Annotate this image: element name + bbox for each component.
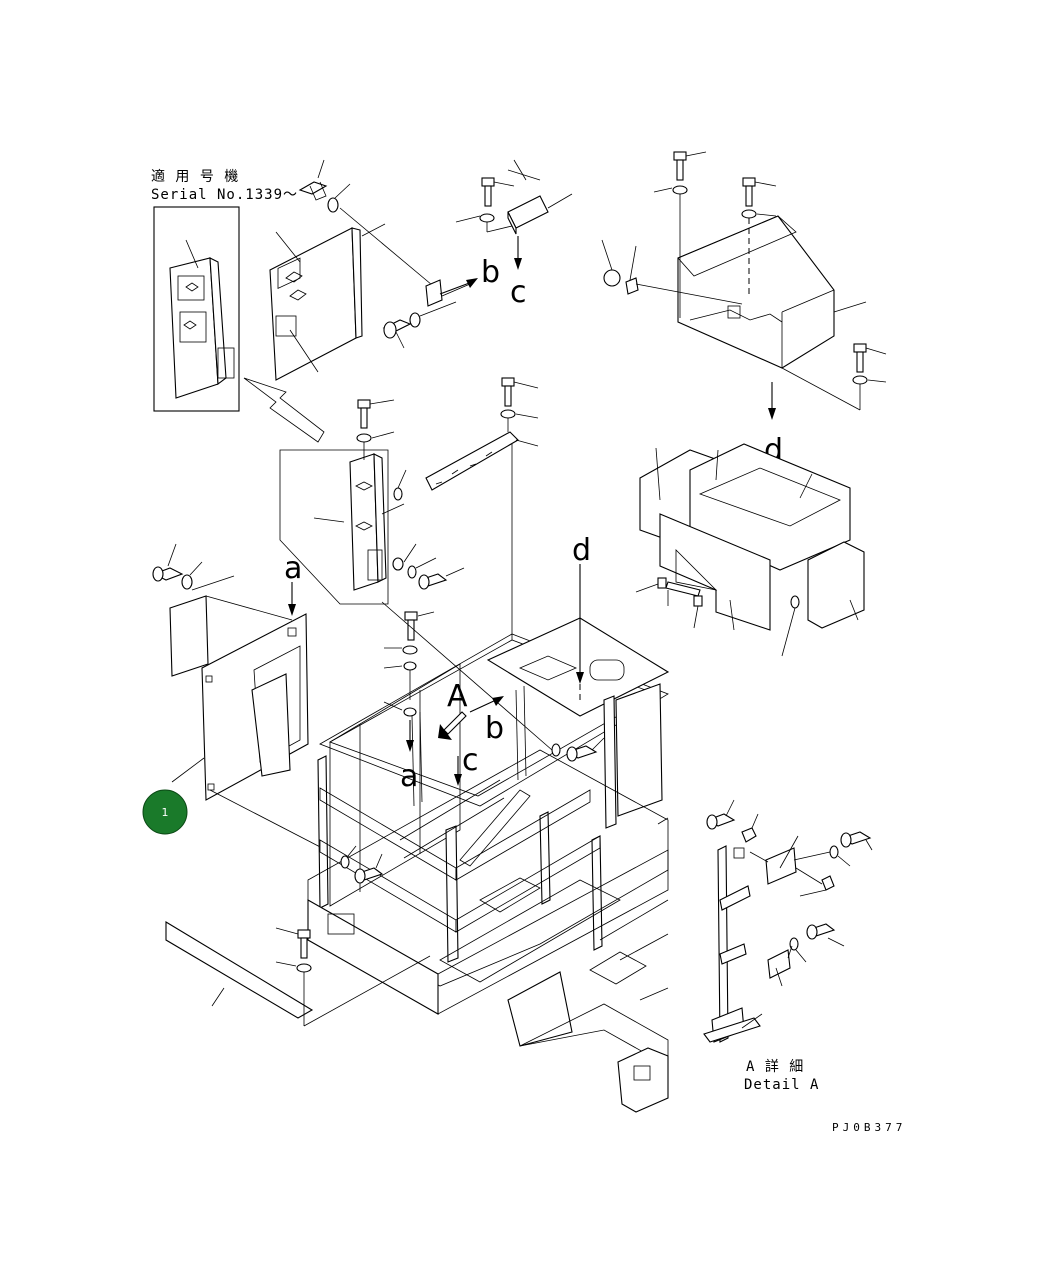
bolt-icon xyxy=(673,151,707,181)
upper-plate xyxy=(425,431,539,491)
washer-icon xyxy=(409,301,457,328)
washer-icon xyxy=(455,213,495,223)
gasket-plate xyxy=(169,595,209,677)
washer-icon xyxy=(383,645,418,671)
arrow-to-b-center xyxy=(469,696,504,713)
bolt-icon xyxy=(706,799,736,830)
nut-icon xyxy=(799,875,835,897)
washer-icon xyxy=(393,469,407,501)
washer-icon xyxy=(551,743,561,757)
letter-b-top: b xyxy=(481,255,500,290)
serial-number-label: Serial No.1339～ xyxy=(151,187,298,203)
inset-serial-panel xyxy=(153,206,240,412)
door-panel xyxy=(269,227,363,381)
detail-A-assembly xyxy=(703,835,799,1043)
view-arrow-A xyxy=(438,711,467,740)
clip-icon xyxy=(635,577,800,657)
bolt-icon xyxy=(853,343,887,373)
badge-label: 1 xyxy=(162,806,169,819)
washer-icon xyxy=(327,183,351,213)
bolt-icon xyxy=(806,923,845,947)
bolt-icon xyxy=(566,737,605,762)
letter-a-left: a xyxy=(284,551,302,586)
arrow-to-a-left xyxy=(288,582,296,616)
inset-pointer-arrow xyxy=(243,377,325,443)
letter-A-center: A xyxy=(447,679,468,714)
detail-frame-box xyxy=(279,449,389,605)
letter-d-center: d xyxy=(572,533,591,568)
letter-b-center: b xyxy=(485,711,504,746)
bottom-rail xyxy=(165,921,314,1019)
nut-icon xyxy=(741,813,759,843)
detail-A-jp: A 詳 細 xyxy=(746,1059,804,1075)
washer-icon xyxy=(500,409,539,419)
bolt-icon xyxy=(481,177,515,207)
washer-icon xyxy=(829,845,851,867)
washer-icon xyxy=(383,701,417,717)
bolt-icon xyxy=(152,543,184,582)
arrow-to-d-center xyxy=(576,564,584,684)
washer-icon xyxy=(275,961,312,973)
applicable-serial-jp: 適 用 号 機 xyxy=(151,168,239,185)
bolt-icon xyxy=(418,567,465,590)
washer-icon xyxy=(392,543,437,579)
hinge-bracket xyxy=(425,279,471,307)
bolt-icon xyxy=(298,159,328,201)
washer-icon xyxy=(181,561,203,590)
bolt-icon xyxy=(840,831,873,851)
item-number-badge[interactable]: 1 xyxy=(142,789,188,835)
arrow-to-a-center xyxy=(406,720,414,752)
letter-c-top: c xyxy=(510,275,527,310)
arrow-to-d-right xyxy=(768,382,776,420)
arrow-to-c-top xyxy=(514,236,522,270)
arrow-to-c-center xyxy=(454,756,462,786)
washer-icon xyxy=(340,845,357,869)
arrow-to-b-top xyxy=(439,278,478,295)
washer-icon xyxy=(852,375,887,385)
side-cover-assembly xyxy=(639,443,865,631)
bolt-icon xyxy=(501,377,539,407)
knob-icon xyxy=(601,239,743,305)
bolt-icon xyxy=(357,399,395,429)
washer-icon xyxy=(741,209,777,219)
washer-icon xyxy=(356,431,395,443)
bolt-icon xyxy=(275,927,311,959)
detail-A-en: Detail A xyxy=(744,1077,819,1093)
chassis-frame xyxy=(307,617,670,1113)
latch-bracket xyxy=(507,159,573,235)
washer-icon xyxy=(789,937,807,963)
bolt-icon xyxy=(354,853,384,884)
bolt-icon xyxy=(742,177,777,207)
drawing-code: PJ0B377 xyxy=(832,1121,906,1134)
letter-c-center: c xyxy=(462,743,479,778)
left-side-panel xyxy=(201,613,309,801)
cover-housing xyxy=(677,215,867,369)
bolt-icon xyxy=(382,319,412,349)
washer-icon xyxy=(653,185,688,195)
letter-a-center: a xyxy=(400,759,418,794)
